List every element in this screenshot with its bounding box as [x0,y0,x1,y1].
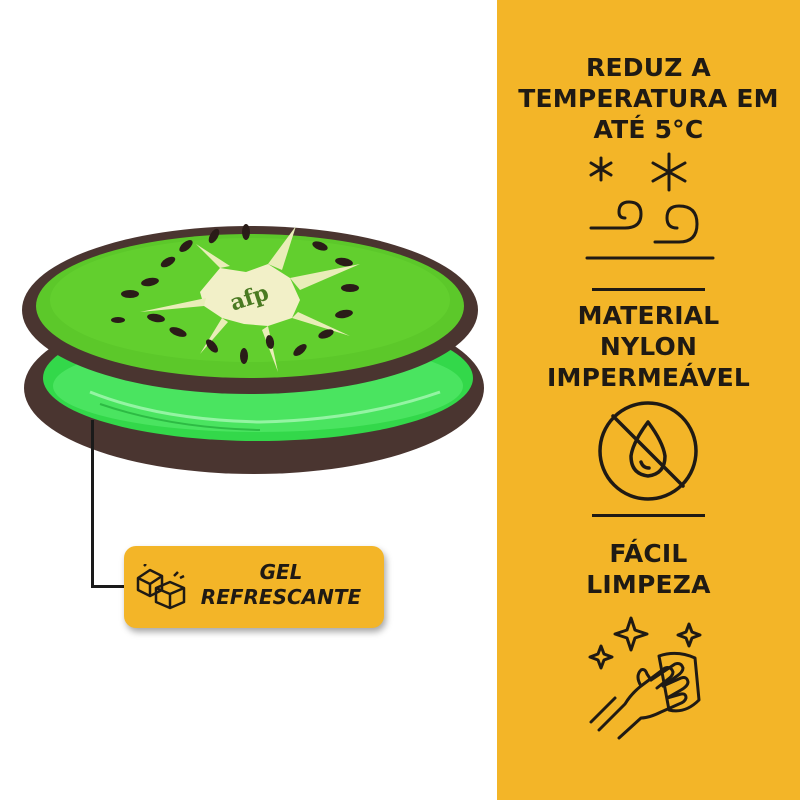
feature-2-line-2: NYLON [599,332,698,361]
feature-3-line-1: FÁCIL [609,539,688,568]
feature-1-line-3: ATÉ 5°C [593,115,704,144]
snowflake-wind-icon [585,152,715,260]
feature-temperature-title: REDUZ A TEMPERATURA EM ATÉ 5°C [497,52,800,145]
callout-line-horizontal [91,585,127,588]
feature-2-line-3: IMPERMEÁVEL [547,363,750,392]
feature-material-title: MATERIAL NYLON IMPERMEÁVEL [497,300,800,393]
feature-3-line-2: LIMPEZA [586,570,711,599]
callout-line-1: GEL [259,560,303,584]
kiwi-cooling-mat-image: afp [22,224,484,474]
gel-refrescante-badge: GEL REFRESCANTE [124,546,384,628]
kiwi-seeds [111,224,359,364]
feature-1-line-1: REDUZ A [586,53,711,82]
callout-line-vertical [91,420,94,588]
feature-2-line-1: MATERIAL [577,301,720,330]
no-water-drop-icon [598,401,698,501]
feature-cleaning-title: FÁCIL LIMPEZA [497,538,800,600]
callout-line-2: REFRESCANTE [200,585,362,609]
kiwi-center [200,264,300,326]
feature-1-line-2: TEMPERATURA EM [518,84,779,113]
product-panel: afp [22,224,484,628]
features-panel: REDUZ A TEMPERATURA EM ATÉ 5°C MATERIAL … [497,0,800,800]
callout-label: GEL REFRESCANTE [186,560,376,610]
divider-1 [592,288,705,291]
ice-cubes-icon [136,564,186,610]
hand-wipe-sparkle-icon [588,616,702,740]
divider-2 [592,514,705,517]
